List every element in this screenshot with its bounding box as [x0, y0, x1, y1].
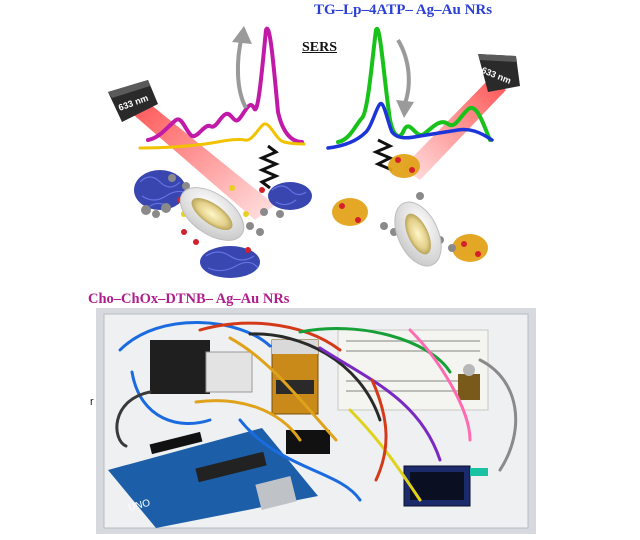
- sers-label: SERS: [302, 40, 338, 55]
- laser-head-icon: 633 nm: [478, 54, 520, 92]
- cho-probe-label: Cho–ChOx–DTNB– Ag–Au NRs: [88, 291, 290, 307]
- raman-tether-left: [258, 144, 280, 190]
- sers-spectrum-right: [326, 26, 494, 150]
- svg-text:UNO: UNO: [127, 498, 151, 514]
- stray-mark: r: [90, 396, 94, 408]
- tg-probe-label: TG–Lp–4ATP– Ag–Au NRs: [314, 2, 493, 18]
- tg-nanorod-assembly: [332, 154, 488, 267]
- laser-head-icon: 633 nm: [108, 80, 158, 122]
- sers-spectrum-left: [138, 26, 306, 150]
- cho-nanorod-assembly: [134, 170, 312, 278]
- arduino-circuit-photo: UNO: [96, 308, 536, 534]
- raman-tether-right: [372, 138, 394, 172]
- arrow-down-icon: [396, 38, 414, 118]
- arrow-up-icon: [232, 26, 252, 109]
